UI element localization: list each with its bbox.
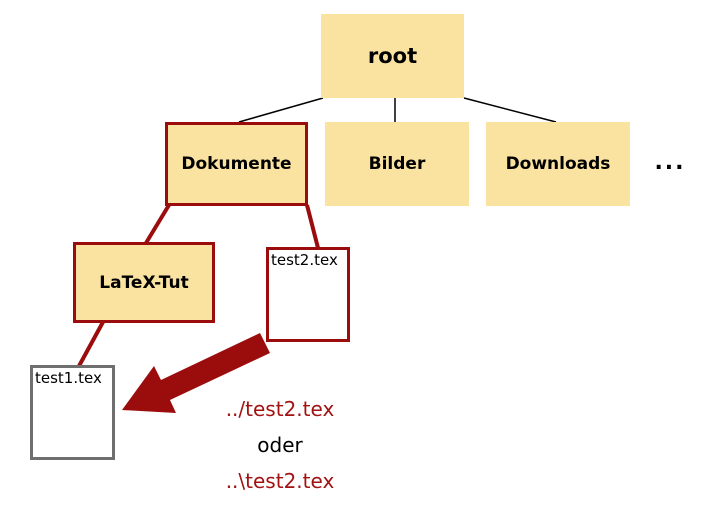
caption-oder: oder (257, 433, 303, 457)
node-latex-tut: LaTeX-Tut (73, 242, 215, 323)
node-root: root (321, 14, 464, 98)
caption-unix-path: ../test2.tex (225, 397, 335, 421)
tree-connectors-root (238, 97, 557, 123)
node-test1-file: test1.tex (30, 365, 115, 460)
node-test2-label: test2.tex (271, 251, 338, 269)
node-dokumente: Dokumente (165, 122, 308, 206)
node-latex-tut-label: LaTeX-Tut (99, 272, 189, 293)
node-bilder: Bilder (325, 122, 469, 206)
reference-arrow-icon (122, 333, 270, 413)
relative-path-caption: ../test2.tex oder ..\test2.tex (180, 391, 380, 499)
more-folders-ellipsis: ... (654, 150, 686, 175)
node-downloads: Downloads (486, 122, 630, 206)
node-bilder-label: Bilder (368, 154, 426, 174)
tree-connectors-highlighted (77, 203, 320, 367)
node-test2-file: test2.tex (266, 247, 350, 342)
node-test1-label: test1.tex (35, 369, 102, 387)
caption-windows-path: ..\test2.tex (225, 469, 335, 493)
node-dokumente-label: Dokumente (181, 154, 292, 174)
node-downloads-label: Downloads (505, 154, 611, 174)
node-root-label: root (367, 44, 418, 68)
